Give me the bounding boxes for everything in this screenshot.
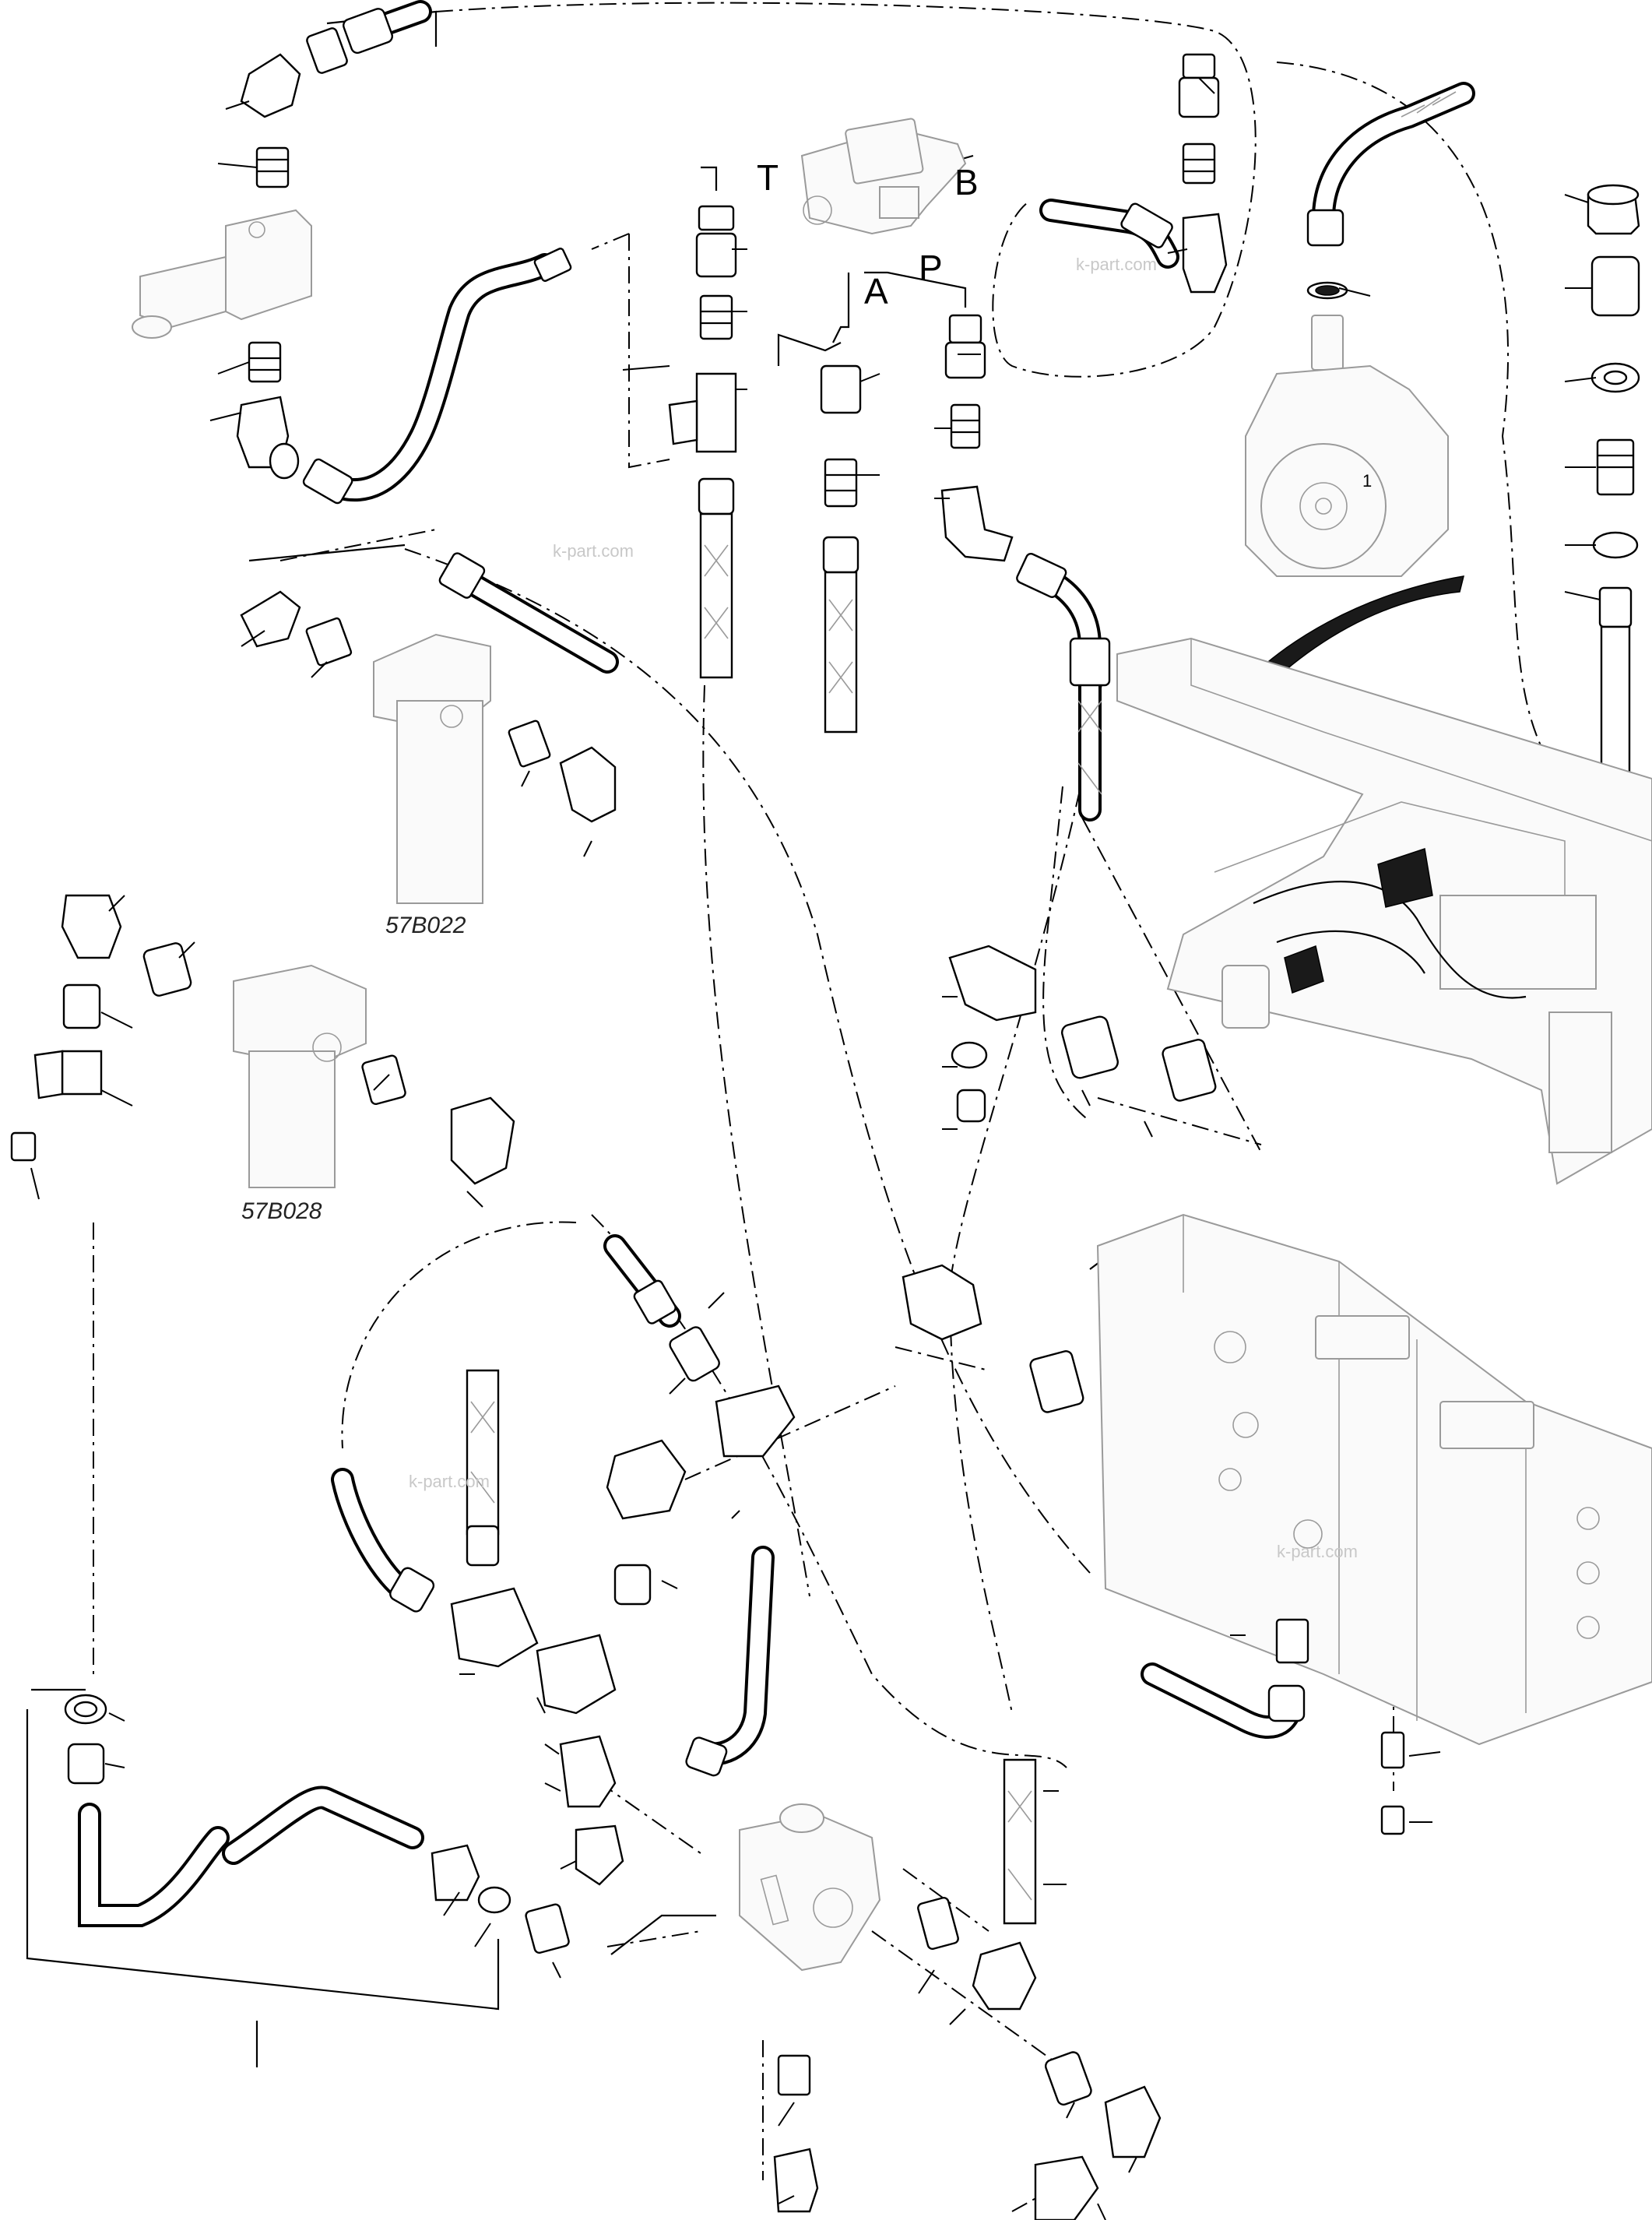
port-label-b: B [954, 162, 979, 202]
p-line-column [940, 314, 1111, 822]
pump-assembly: 1 [1221, 82, 1475, 717]
callout-leaders [30, 77, 1601, 2220]
part-code-57b022: 57B022 [385, 913, 466, 938]
watermark-1: k-part.com [1076, 255, 1157, 274]
watermark-3: k-part.com [409, 1472, 490, 1491]
machine-frame [1116, 637, 1652, 1185]
center-lower-hoses: k-part.com [331, 1234, 796, 1886]
bottom-center-valve [739, 1758, 1162, 2220]
lower-filter-assembly: 57B028 [10, 894, 515, 1224]
b-line-assembly: k-part.com [1039, 53, 1228, 294]
middle-fittings [902, 945, 1217, 1413]
bottom-left-pipe [64, 1694, 570, 1954]
port-label-p: P [919, 248, 943, 288]
port-label-a: A [864, 271, 888, 311]
port-label-t: T [757, 157, 779, 198]
watermark-2: k-part.com [553, 541, 634, 561]
valve-bank: k-part.com [1096, 1213, 1652, 1835]
a-line-column [820, 364, 862, 734]
right-fitting-stack [1587, 184, 1640, 811]
upper-filter-assembly: 57B022 k-part.com [240, 541, 634, 938]
callout-number: 1 [1362, 471, 1372, 491]
t-line-column [668, 205, 737, 679]
watermark-4: k-part.com [1277, 1542, 1358, 1561]
top-left-hose-assembly [132, 0, 572, 505]
center-port-valve: T B A P [757, 118, 979, 311]
part-code-57b028: 57B028 [241, 1198, 322, 1224]
